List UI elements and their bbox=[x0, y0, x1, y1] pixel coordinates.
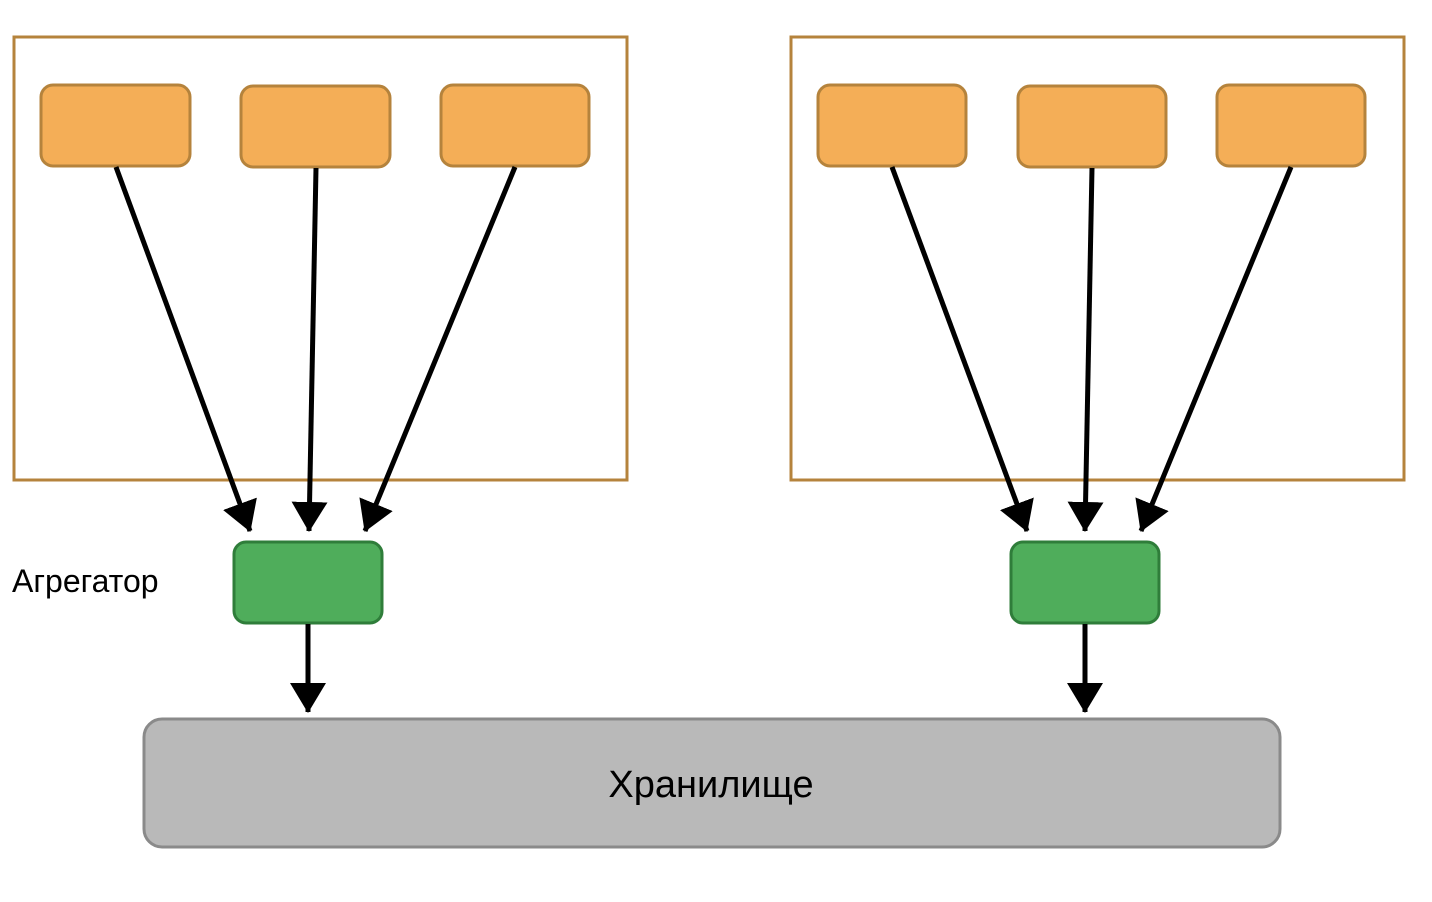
aggregator-node-left[interactable] bbox=[232, 540, 384, 625]
group-box-right bbox=[789, 35, 1406, 482]
storage-label: Хранилище bbox=[608, 764, 813, 806]
arrow-right-1-to-aggregator bbox=[889, 166, 1034, 532]
storage-node[interactable] bbox=[142, 717, 1282, 849]
aggregator-node-right[interactable] bbox=[1009, 540, 1161, 625]
arrow-left-3-to-aggregator bbox=[359, 166, 518, 532]
source-node-left-1[interactable] bbox=[39, 83, 192, 168]
source-node-right-3[interactable] bbox=[1215, 83, 1367, 168]
source-node-left-3[interactable] bbox=[439, 83, 591, 168]
aggregator-label: Агрегатор bbox=[12, 563, 159, 599]
group-box-left bbox=[12, 35, 629, 482]
source-node-right-1[interactable] bbox=[816, 83, 968, 168]
arrow-left-1-to-aggregator bbox=[113, 166, 257, 532]
arrow-right-2-to-aggregator bbox=[1067, 167, 1104, 532]
source-node-left-2[interactable] bbox=[239, 84, 392, 169]
source-node-right-2[interactable] bbox=[1016, 84, 1168, 169]
arrow-left-2-to-aggregator bbox=[291, 167, 328, 532]
arrow-right-3-to-aggregator bbox=[1135, 166, 1294, 532]
